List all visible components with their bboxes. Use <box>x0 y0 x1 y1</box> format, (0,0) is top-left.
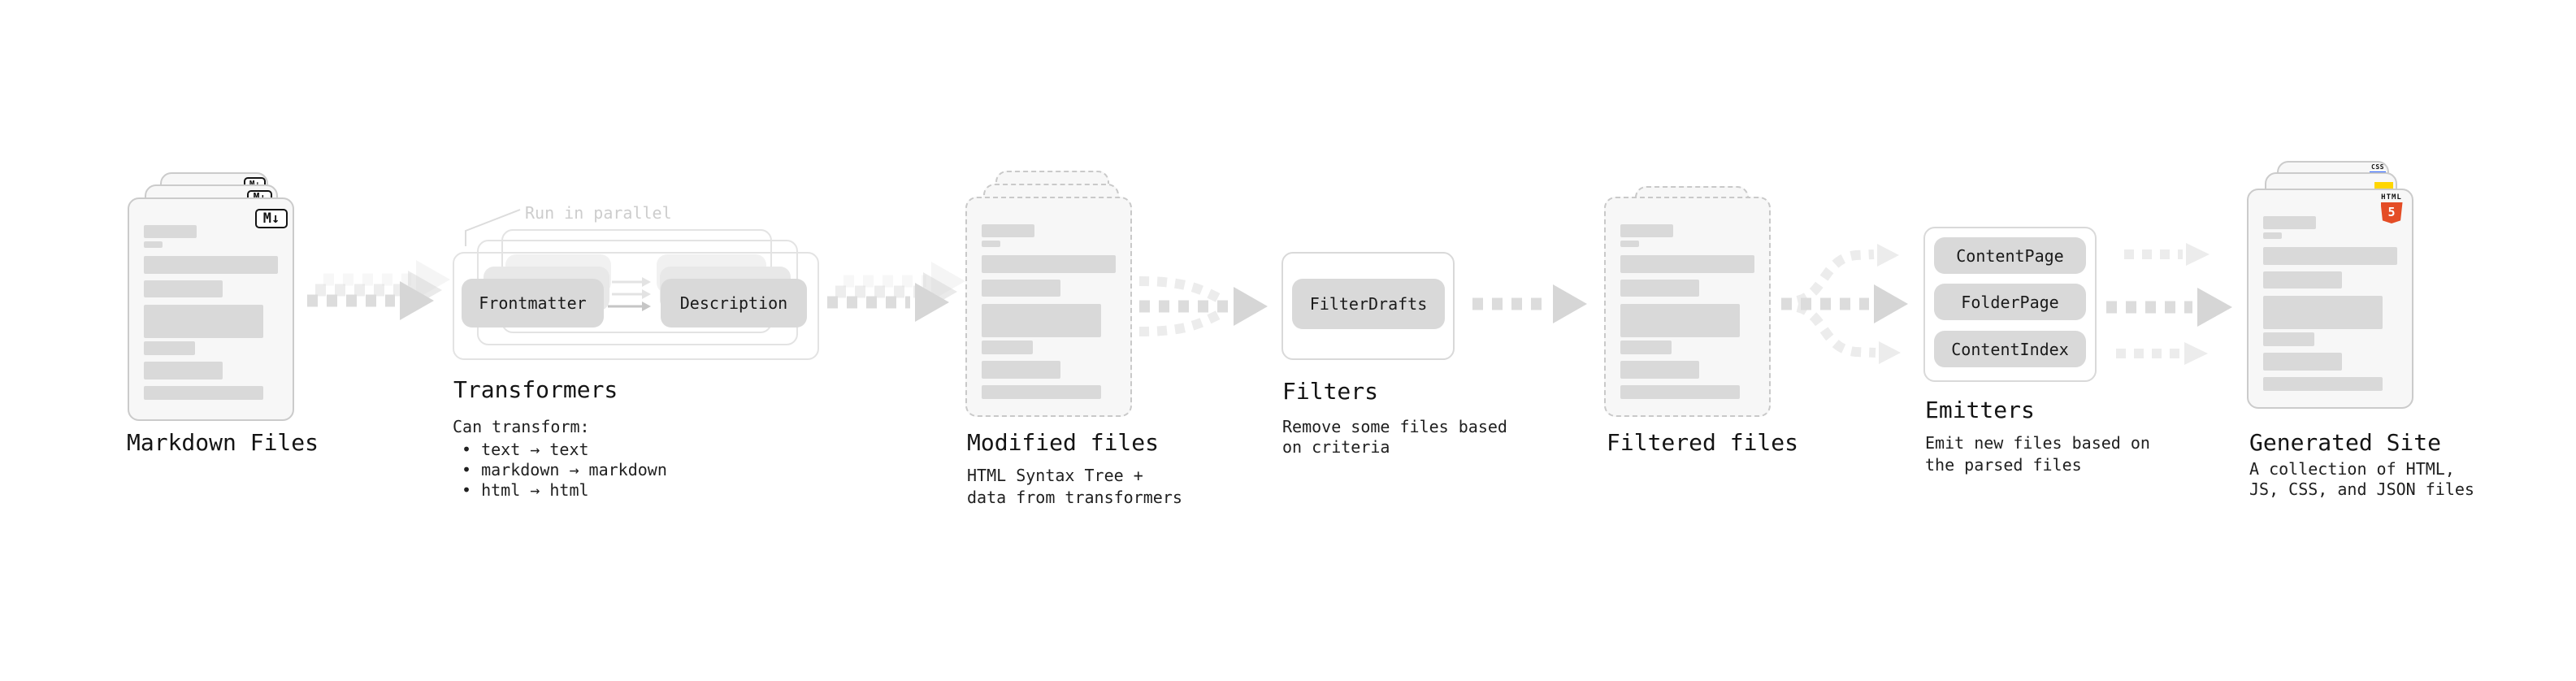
filtered-files-title: Filtered files <box>1607 429 1799 456</box>
filtered-file-card-front <box>1604 197 1771 417</box>
folderpage-pill: FolderPage <box>1934 284 2086 320</box>
modified-file-card-front <box>965 197 1132 417</box>
markdown-icon: M↓ <box>255 209 288 228</box>
filters-description: Remove some files based <box>1282 417 1507 436</box>
transformers-description: Can transform: <box>453 417 590 436</box>
contentpage-pill: ContentPage <box>1934 237 2086 274</box>
text-placeholder-bar <box>2263 332 2314 346</box>
arrow-filtered-to-emitters-diverge <box>1781 244 1908 364</box>
transformer-parallel-arrows <box>608 277 651 311</box>
arrow-markdown-to-transformers <box>307 260 450 320</box>
frontmatter-pill: Frontmatter <box>462 279 604 327</box>
arrow-emitters-to-generated <box>2106 243 2232 365</box>
text-placeholder-bar <box>2263 247 2397 265</box>
text-placeholder-bar <box>982 361 1060 379</box>
modified-files-title: Modified files <box>967 429 1160 456</box>
text-placeholder-bar <box>2263 353 2342 371</box>
contentindex-pill: ContentIndex <box>1934 331 2086 367</box>
text-placeholder-bar <box>1620 361 1699 379</box>
modified-files-description: data from transformers <box>967 488 1182 507</box>
generated-site-description: A collection of HTML, <box>2249 459 2455 479</box>
text-placeholder-bar <box>144 256 278 274</box>
text-placeholder-bar <box>144 225 197 238</box>
text-placeholder-bar <box>982 255 1116 273</box>
modified-files-description: HTML Syntax Tree + <box>967 466 1143 485</box>
text-placeholder-bar <box>144 386 263 400</box>
text-placeholder-bar <box>982 304 1101 337</box>
emitters-title: Emitters <box>1925 397 2035 423</box>
text-placeholder-bar <box>144 241 163 248</box>
text-placeholder-bar <box>144 280 223 297</box>
text-placeholder-bar <box>982 385 1101 399</box>
text-placeholder-bar <box>144 341 195 355</box>
filters-description: on criteria <box>1282 437 1390 457</box>
generated-site-title: Generated Site <box>2249 429 2442 456</box>
generated-file-card-front: HTML 5 <box>2247 189 2413 409</box>
text-placeholder-bar <box>1620 385 1740 399</box>
html5-icon: HTML 5 <box>2380 193 2403 223</box>
text-placeholder-bar <box>982 340 1033 354</box>
text-placeholder-bar <box>144 305 263 338</box>
text-placeholder-bar <box>2263 216 2316 229</box>
transformer-group-box-front <box>453 252 819 360</box>
run-in-parallel-note: Run in parallel <box>525 203 672 223</box>
text-placeholder-bar <box>1620 241 1639 247</box>
text-placeholder-bar <box>1620 340 1672 354</box>
text-placeholder-bar <box>2263 377 2383 391</box>
arrow-modified-to-filters-merge <box>1138 276 1268 336</box>
arrow-transformers-to-modified <box>827 262 965 322</box>
text-placeholder-bar <box>982 280 1060 297</box>
transformers-bullet: • text → text <box>462 440 589 459</box>
markdown-file-card-front: M↓ <box>128 197 294 421</box>
transformers-title: Transformers <box>453 376 618 403</box>
text-placeholder-bar <box>982 241 1000 247</box>
filterdrafts-pill: FilterDrafts <box>1292 279 1445 329</box>
text-placeholder-bar <box>2263 296 2383 329</box>
text-placeholder-bar <box>1620 224 1673 237</box>
generated-site-description: JS, CSS, and JSON files <box>2249 479 2474 499</box>
emitters-description: Emit new files based on <box>1925 433 2150 453</box>
markdown-files-title: Markdown Files <box>127 429 319 456</box>
transformers-bullet: • html → html <box>462 480 589 500</box>
text-placeholder-bar <box>1620 304 1740 337</box>
text-placeholder-bar <box>2263 271 2342 288</box>
text-placeholder-bar <box>144 362 223 380</box>
filters-title: Filters <box>1282 378 1379 405</box>
emitters-description: the parsed files <box>1925 455 2082 475</box>
transformers-bullet: • markdown → markdown <box>462 460 667 479</box>
arrow-filters-to-filtered <box>1472 284 1587 323</box>
text-placeholder-bar <box>2263 232 2282 239</box>
run-in-parallel-leader-line <box>465 209 521 246</box>
text-placeholder-bar <box>1620 280 1699 297</box>
description-pill: Description <box>661 279 807 327</box>
text-placeholder-bar <box>982 224 1034 237</box>
text-placeholder-bar <box>1620 255 1754 273</box>
